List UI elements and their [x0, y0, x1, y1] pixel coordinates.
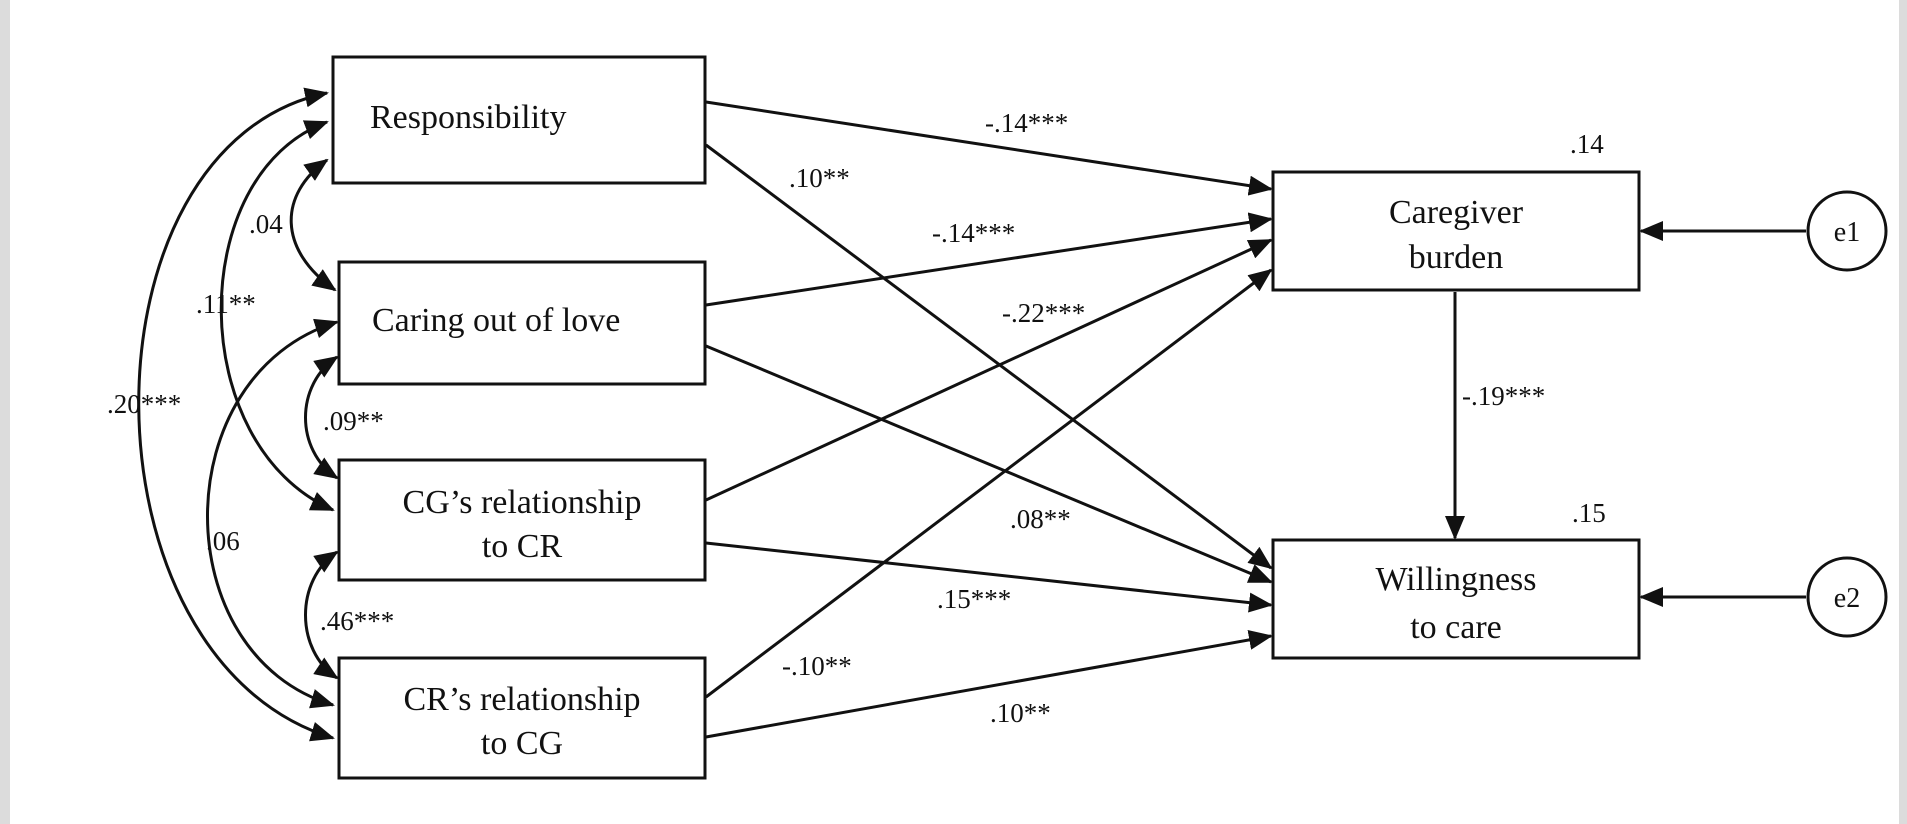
- node-willingness-to-care-label-line1: Willingness: [1375, 561, 1536, 598]
- node-caring-out-of-love-label: Caring out of love: [372, 302, 620, 339]
- path-arrow-cr-willing: [705, 630, 1273, 739]
- coef-cr-burden: -.10**: [782, 651, 852, 681]
- node-willingness-to-care-label-line2: to care: [1410, 609, 1502, 646]
- node-caregiver-burden-label-line2: burden: [1409, 239, 1503, 276]
- node-responsibility-label: Responsibility: [370, 99, 566, 136]
- coef-love-willing: .08**: [1010, 504, 1071, 534]
- path-arrow-love-willing: [705, 344, 1273, 584]
- corr-resp-love: .04: [249, 209, 283, 239]
- error-term-e1: e1: [1806, 190, 1888, 272]
- correlation-arc-resp-cr: [137, 87, 335, 742]
- node-caregiver-burden: Caregiver burden: [1271, 170, 1641, 292]
- node-caring-out-of-love: Caring out of love: [337, 260, 707, 386]
- r-squared-burden: .14: [1570, 129, 1604, 159]
- correlation-arc-love-cr: [206, 318, 339, 709]
- coef-cr-willing: .10**: [990, 698, 1051, 728]
- node-cr-relationship-label-line2: to CG: [481, 725, 563, 762]
- path-arrow-cg-burden: [705, 238, 1273, 502]
- node-responsibility: Responsibility: [331, 55, 707, 185]
- path-arrow-resp-burden: [705, 100, 1273, 196]
- correlation-arc-resp-cg: [219, 120, 335, 512]
- node-caregiver-burden-label-line1: Caregiver: [1389, 194, 1524, 231]
- error-term-e1-label: e1: [1834, 217, 1860, 248]
- node-cg-relationship-label-line1: CG’s relationship: [403, 484, 642, 521]
- correlation-arc-resp-love: [289, 158, 337, 292]
- node-cr-relationship-label-line1: CR’s relationship: [403, 681, 640, 718]
- corr-resp-cg: .11**: [196, 289, 256, 319]
- coef-burden-willing: -.19***: [1462, 381, 1545, 411]
- path-arrow-cr-burden: [705, 268, 1273, 699]
- path-arrow-cg-willing: [705, 541, 1273, 613]
- coef-resp-willing: .10**: [789, 163, 850, 193]
- coef-resp-burden: -.14***: [985, 108, 1068, 138]
- node-willingness-to-care: Willingness to care: [1271, 538, 1641, 660]
- node-cg-relationship-label-line2: to CR: [482, 528, 563, 565]
- error-term-e2: e2: [1806, 556, 1888, 638]
- corr-cg-cr: .46***: [320, 606, 394, 636]
- node-cr-relationship: CR’s relationship to CG: [337, 656, 707, 780]
- error-term-e2-label: e2: [1834, 583, 1860, 614]
- coef-cg-burden: -.22***: [1002, 298, 1085, 328]
- corr-love-cg: .09**: [323, 406, 384, 436]
- correlation-arc-cg-cr: [304, 550, 339, 680]
- corr-love-cr: .06: [206, 526, 240, 556]
- coef-love-burden: -.14***: [932, 218, 1015, 248]
- r-squared-willing: .15: [1572, 498, 1606, 528]
- corr-resp-cr: .20***: [107, 389, 181, 419]
- right-frame-border: [1899, 0, 1907, 824]
- path-arrow-resp-willing: [705, 143, 1273, 570]
- node-cg-relationship: CG’s relationship to CR: [337, 458, 707, 582]
- left-frame-border: [0, 0, 10, 824]
- path-arrow-love-burden: [705, 212, 1273, 307]
- coef-cg-willing: .15***: [937, 584, 1011, 614]
